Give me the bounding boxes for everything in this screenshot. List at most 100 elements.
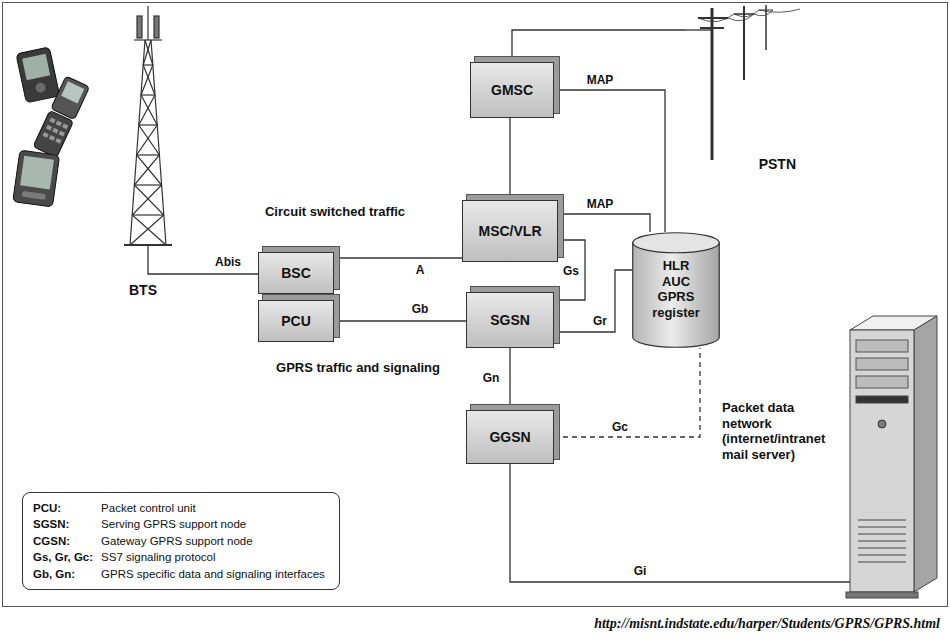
bts-feed-wire [148, 245, 174, 274]
legend-term: CGSN: [33, 534, 93, 548]
interface-label: Gn [481, 372, 502, 386]
server-feed-wire [722, 581, 850, 582]
legend-term: SGSN: [33, 517, 93, 531]
interface-line [554, 348, 700, 437]
mobile-devices [52, 128, 58, 134]
interface-line [512, 30, 686, 62]
interface-line [334, 257, 462, 258]
register-database: HLR AUC GPRS register [632, 232, 720, 348]
node-label: GMSC [491, 82, 533, 98]
server-tower [878, 420, 886, 428]
picture-frame [3, 3, 948, 607]
legend-definition: Packet control unit [101, 501, 325, 515]
mobile-devices [13, 150, 60, 207]
interface-line [554, 270, 632, 332]
server-tower [858, 527, 906, 528]
mobile-devices [13, 150, 60, 207]
mobile-devices [59, 131, 65, 137]
interface-label: Gi [632, 565, 649, 579]
server-tower [858, 534, 906, 535]
mobile-devices [35, 82, 47, 94]
server-tower [846, 316, 937, 598]
interface-label: Gr [591, 315, 609, 329]
controller-box: BSC [258, 252, 334, 294]
cylinder-body [633, 242, 720, 347]
mobile-devices [62, 123, 68, 129]
interface-label: Gb [410, 303, 431, 317]
mobile-devices [16, 47, 60, 103]
node-label: PCU [281, 313, 311, 329]
node-label: SGSN [490, 312, 530, 328]
legend-definition: Serving GPRS support node [101, 517, 325, 531]
interface-label: A [414, 264, 427, 278]
mobile-devices [22, 54, 50, 81]
utility-poles [700, 27, 724, 29]
interface-label: Gs [561, 265, 581, 279]
legend-term: Gs, Gr, Gc: [33, 550, 93, 564]
switch-box: MSC/VLR [462, 200, 558, 262]
mobile-devices [56, 121, 62, 127]
interface-line [554, 90, 665, 232]
legend-term: PCU: [33, 501, 93, 515]
node-label: BTS [129, 282, 157, 298]
server-tower [858, 562, 906, 563]
utility-poles [698, 9, 800, 22]
server-node: Packet data network (internet/intranet m… [722, 300, 937, 605]
bts-tower [132, 214, 164, 215]
server-tower [856, 396, 908, 403]
server-tower [858, 541, 906, 542]
bts-tower [130, 40, 164, 245]
interface-label: MAP [585, 74, 616, 88]
mobile-devices [33, 76, 90, 158]
node-label: Packet data network (internet/intranet m… [722, 400, 840, 462]
interface-line [334, 320, 466, 321]
utility-poles [728, 10, 773, 21]
interface-line [554, 240, 585, 300]
legend-definition: SS7 signaling protocol [101, 550, 325, 564]
server-tower [846, 592, 918, 598]
bts-antenna: BTS [112, 6, 174, 298]
bts-tower [134, 184, 161, 185]
interface-line [509, 118, 510, 200]
bts-tower [141, 94, 155, 95]
interface-line [510, 464, 722, 582]
mobile-devices [46, 125, 52, 131]
control-unit-box: PCU [258, 300, 334, 342]
bts-tower [134, 39, 162, 40]
traffic-note: GPRS traffic and signaling [276, 360, 440, 376]
node-label: MSC/VLR [479, 223, 542, 239]
interface-line [558, 214, 650, 232]
bts-tower [143, 64, 153, 65]
server-tower [914, 316, 937, 592]
server-tower [856, 340, 908, 352]
legend-definition: GPRS specific data and signaling interfa… [101, 567, 325, 581]
bts-tower [139, 124, 157, 125]
switch-box: GMSC [470, 62, 554, 118]
cylinder-top [633, 233, 720, 253]
bts-tower [147, 6, 148, 40]
server-tower [850, 330, 914, 592]
bts-tower [132, 40, 166, 245]
interface-line [174, 273, 258, 274]
interface-line [509, 348, 510, 410]
mobile-devices [49, 118, 55, 124]
interface-label: Abis [213, 256, 243, 270]
legend-definition: Gateway GPRS support node [101, 534, 325, 548]
support-node-box: GGSN [466, 410, 554, 464]
interface-label: MAP [585, 198, 616, 212]
mobile-devices [49, 135, 55, 141]
pstn-pole: PSTN [686, 4, 802, 172]
mobile-devices [61, 81, 84, 103]
mobile-devices [55, 138, 61, 144]
legend-term: Gb, Gn: [33, 567, 93, 581]
mobile-devices [16, 47, 60, 103]
server-tower [858, 548, 906, 549]
pstn-feed-wire [686, 29, 712, 30]
traffic-note: Circuit switched traffic [265, 204, 405, 220]
bts-tower [124, 6, 172, 245]
node-label: HLR AUC GPRS register [652, 258, 700, 320]
source-url: http://misnt.indstate.edu/harper/Student… [594, 616, 940, 633]
mobile-devices [33, 110, 73, 157]
